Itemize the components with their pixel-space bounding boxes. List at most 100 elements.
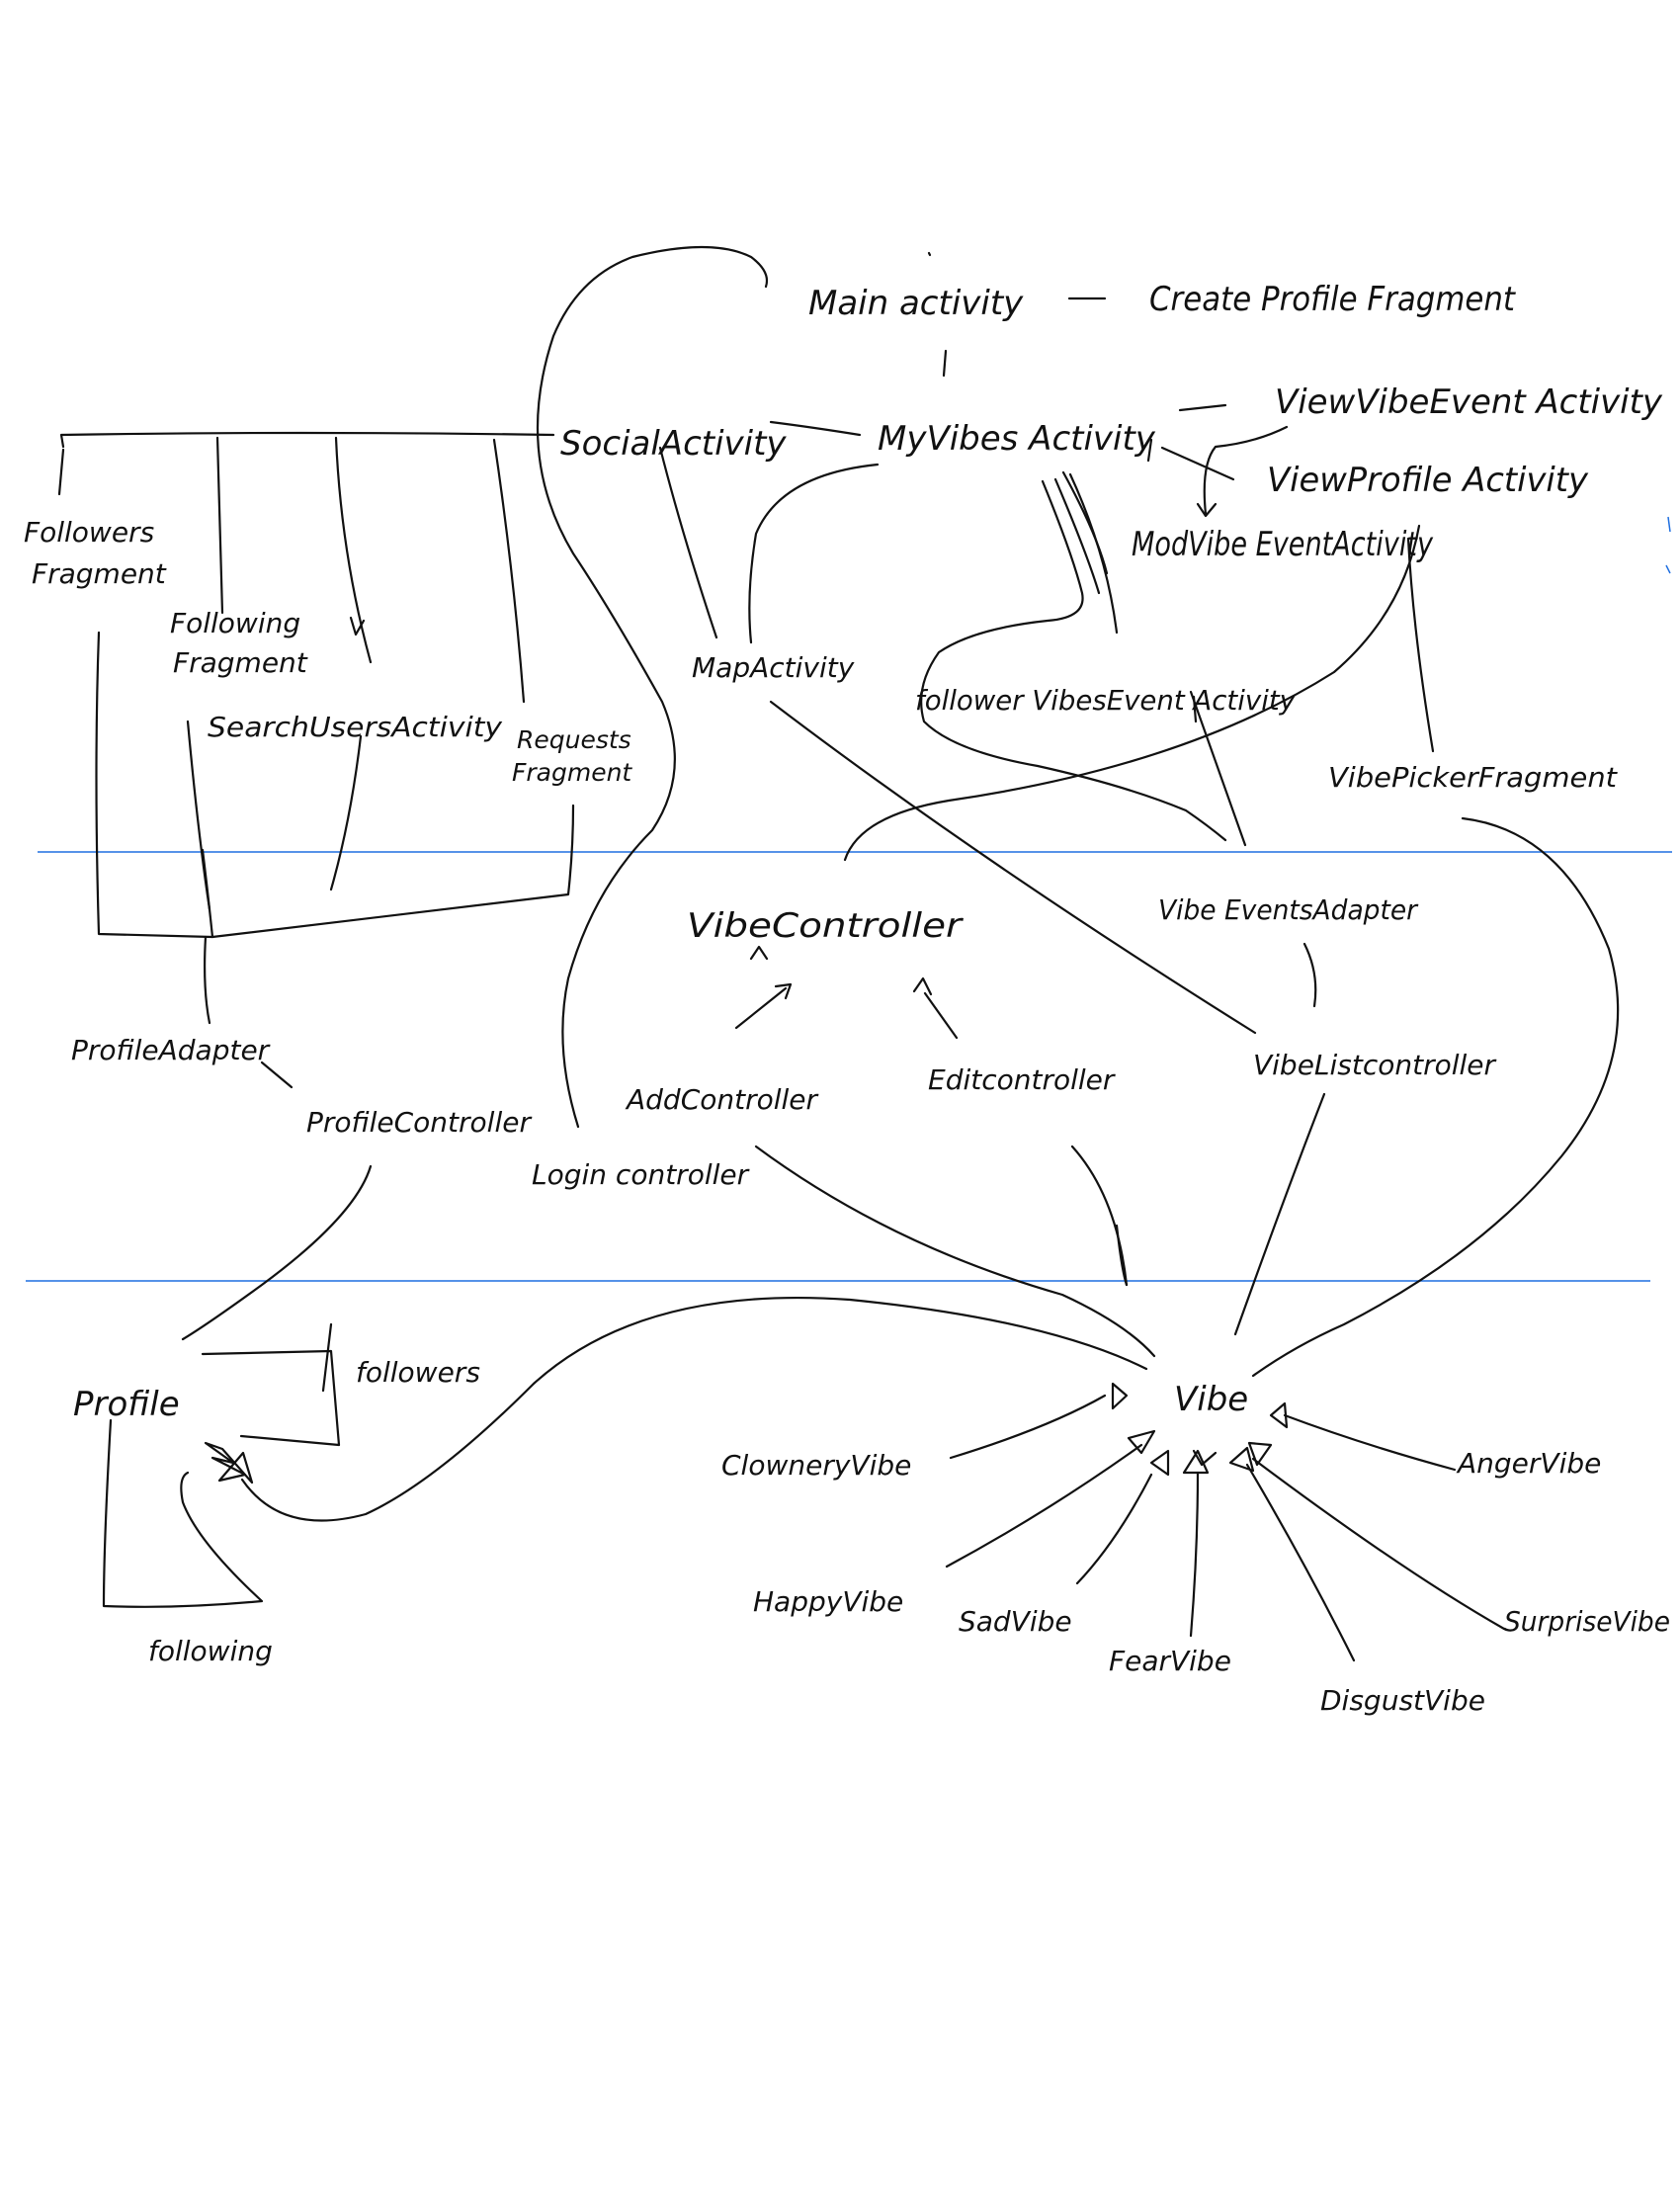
node-surprise-vibe: SurpriseVibe [1504,1605,1670,1638]
edge-myvibes-follower-1 [920,479,1227,842]
node-main-activity: Main activity [808,284,1024,323]
edge-viewvibe-modvibe [1203,425,1289,516]
edge-login-loop [536,245,769,1129]
edge-edit-vibecontroller [923,991,959,1040]
edge-social-map [658,446,718,639]
edge-myvibes-viewprofile [1160,446,1235,481]
node-followers-fragment-line1: Followers [24,516,154,549]
node-profile: Profile [73,1385,180,1424]
edge-box-search [186,720,211,911]
edge-myvibes-follower-4 [1061,470,1109,575]
node-following-fragment-line2: Fragment [173,646,308,679]
edge-add-vibecontroller [734,986,788,1030]
edge-to-search [334,436,373,664]
edge-map-vibelist [769,700,1257,1035]
edge-fear-vibe [1189,1471,1200,1638]
node-map-activity: MapActivity [692,651,855,684]
dot-main [927,251,932,257]
edge-box-search-2 [329,734,363,891]
arrowhead-edit [912,976,933,996]
edge-mark-2 [1665,564,1671,574]
extra-subclass-mark [1192,1449,1218,1467]
node-vibe-picker-fragment: VibePickerFragment [1328,761,1618,794]
labels: Main activity Create Profile Fragment So… [24,280,1670,1717]
node-view-vibe-event-activity: ViewVibeEvent Activity [1275,382,1663,422]
edge-main-myvibes [942,349,948,378]
arrowhead-add [774,982,793,1000]
edge-box-adapter [204,935,211,1025]
edge-myvibes-viewvibe [1178,403,1227,412]
node-vibe-events-adapter: Vibe EventsAdapter [1158,893,1418,926]
edge-profile-vibe [240,1297,1148,1522]
edge-follower-tick [1192,695,1198,723]
node-login-controller: Login controller [532,1158,750,1191]
node-disgust-vibe: DisgustVibe [1320,1684,1485,1717]
node-fear-vibe: FearVibe [1109,1645,1231,1677]
arrowhead-modvibe [1196,502,1218,518]
node-anger-vibe: AngerVibe [1456,1447,1601,1480]
edge-profilecontroller-profile [181,1164,373,1341]
edge-myvibes-map [748,463,880,644]
arrowhead-sad [1149,1449,1170,1477]
node-requests-fragment-line2: Fragment [512,758,632,787]
edge-to-following [215,436,224,615]
node-vibe-controller: VibeController [687,906,964,946]
edge-to-requests [492,438,526,704]
mark-arrow-search [349,616,366,636]
edge-to-followers [57,448,65,496]
node-followers: followers [356,1356,480,1389]
edge-happy-vibe [945,1443,1143,1569]
node-profile-controller: ProfileController [306,1106,532,1139]
node-mod-vibe-event-activity: ModVibe EventActivity [1132,525,1434,564]
node-search-users-activity: SearchUsersActivity [208,711,502,743]
scribble-profile [204,1441,254,1485]
edge-social-myvibes [769,420,862,437]
edge-disgust-vibe [1245,1463,1356,1662]
node-profile-adapter: ProfileAdapter [71,1034,271,1066]
edge-mark-1 [1667,516,1671,533]
edge-adapter-vibelist [1302,942,1317,1008]
edge-clownery-vibe [949,1394,1107,1460]
arrowhead-surprise [1247,1441,1273,1467]
node-following-fragment-line1: Following [170,607,300,639]
node-social-activity: SocialActivity [560,424,787,464]
node-clownery-vibe: ClowneryVibe [721,1449,911,1482]
edge-picker-vibe [1251,816,1620,1378]
node-add-controller: AddController [625,1083,819,1116]
edge-profile-followers [201,1349,341,1447]
node-vibe: Vibe [1174,1380,1248,1419]
node-followers-fragment-line2: Fragment [32,557,167,590]
node-requests-fragment-line1: Requests [517,725,631,754]
arrowhead-disgust [1228,1446,1255,1473]
connectors [57,245,1620,1662]
node-view-profile-activity: ViewProfile Activity [1267,461,1589,500]
edge-myvibes-follower-2 [1053,477,1101,595]
arrowhead-fear [1182,1449,1210,1475]
edge-follower-adapter [1189,690,1247,847]
edge-modvibe-picker [1406,537,1435,753]
node-edit-controller: Editcontroller [928,1063,1116,1096]
edge-sad-vibe [1075,1473,1153,1585]
node-sad-vibe: SadVibe [959,1605,1072,1638]
arrowhead-clownery [1111,1382,1129,1410]
arrowhead-anger [1269,1401,1289,1429]
edge-edit-vibe [1070,1145,1129,1287]
arrowhead-happy [1127,1429,1156,1455]
node-myvibes-activity: MyVibes Activity [878,419,1156,459]
edge-box-right [210,804,575,939]
edge-profile-following [102,1418,264,1608]
edge-modvibe-vibecontroller [843,524,1421,862]
caret-vibecontroller [749,945,769,961]
node-happy-vibe: HappyVibe [753,1585,903,1618]
node-vibe-list-controller: VibeListcontroller [1253,1049,1496,1081]
edge-add-vibe [754,1145,1156,1358]
node-follower-vibes-event-activity: follower VibesEvent Activity [915,684,1296,717]
node-following: following [148,1635,273,1667]
edge-edit-vibe-2 [1115,1224,1129,1287]
edge-surprise-vibe [1251,1457,1506,1631]
edge-myvibes-tick [1146,438,1153,463]
edge-adapter-profilecontroller [260,1061,294,1089]
edge-followers-return [321,1322,333,1393]
